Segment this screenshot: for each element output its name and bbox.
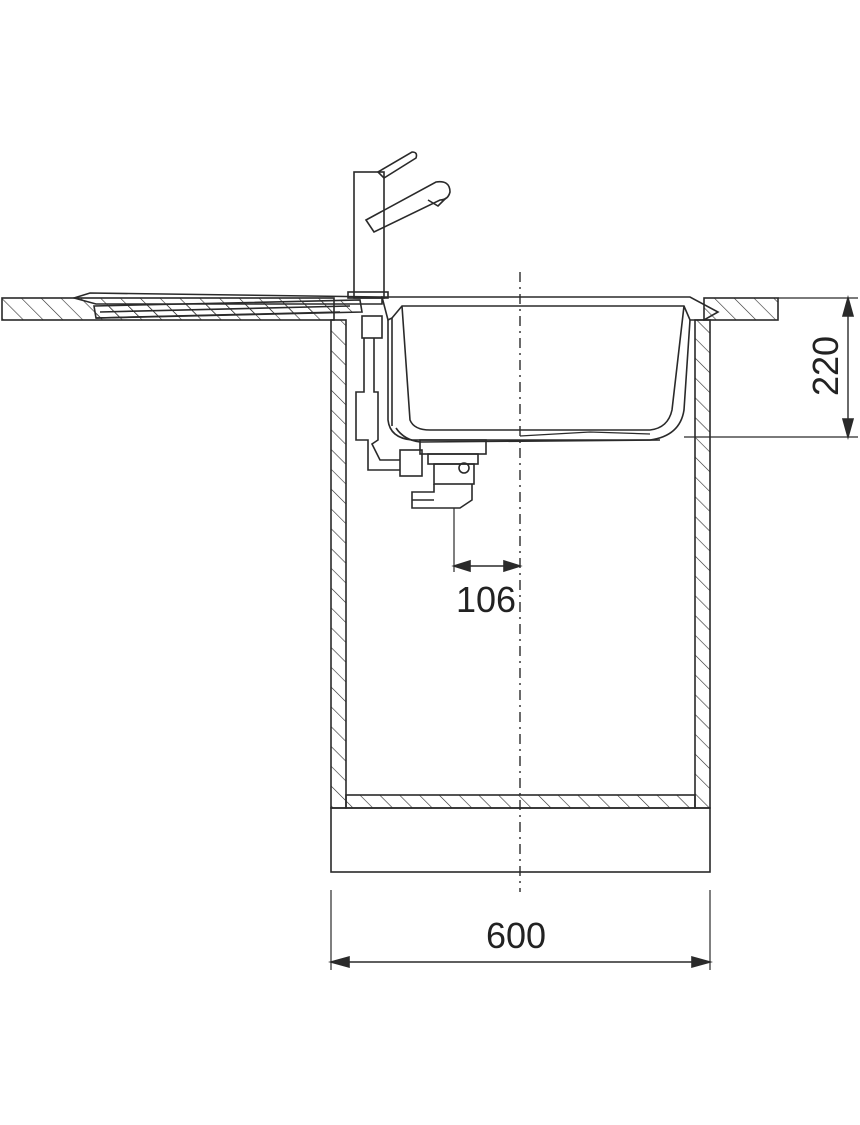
faucet-lever — [376, 151, 418, 180]
cabinet-plinth — [330, 807, 711, 873]
drain-offset-label: 106 — [456, 579, 516, 620]
sink-bowl — [380, 296, 720, 443]
cabinet — [330, 319, 711, 873]
overflow-fitting — [361, 315, 383, 339]
faucet-spout — [364, 180, 451, 234]
drainboard — [71, 292, 383, 319]
bowl-inner — [401, 305, 685, 431]
countertop-right — [703, 297, 779, 321]
height-dimension-label: 220 — [805, 336, 846, 396]
siphon-trap — [411, 484, 473, 509]
bowl-outer — [387, 319, 691, 441]
width-dimension-label: 600 — [486, 915, 546, 956]
faucet — [347, 151, 451, 299]
height-dimension: 220 — [684, 295, 858, 440]
cabinet-left-wall — [330, 319, 347, 809]
width-dimension: 600 — [328, 890, 713, 970]
drain-plumbing — [355, 315, 487, 509]
faucet-body — [353, 171, 385, 299]
cabinet-right-wall — [694, 319, 711, 809]
sink-rim — [380, 296, 720, 322]
drain-offset-dimension: 106 — [451, 508, 523, 620]
